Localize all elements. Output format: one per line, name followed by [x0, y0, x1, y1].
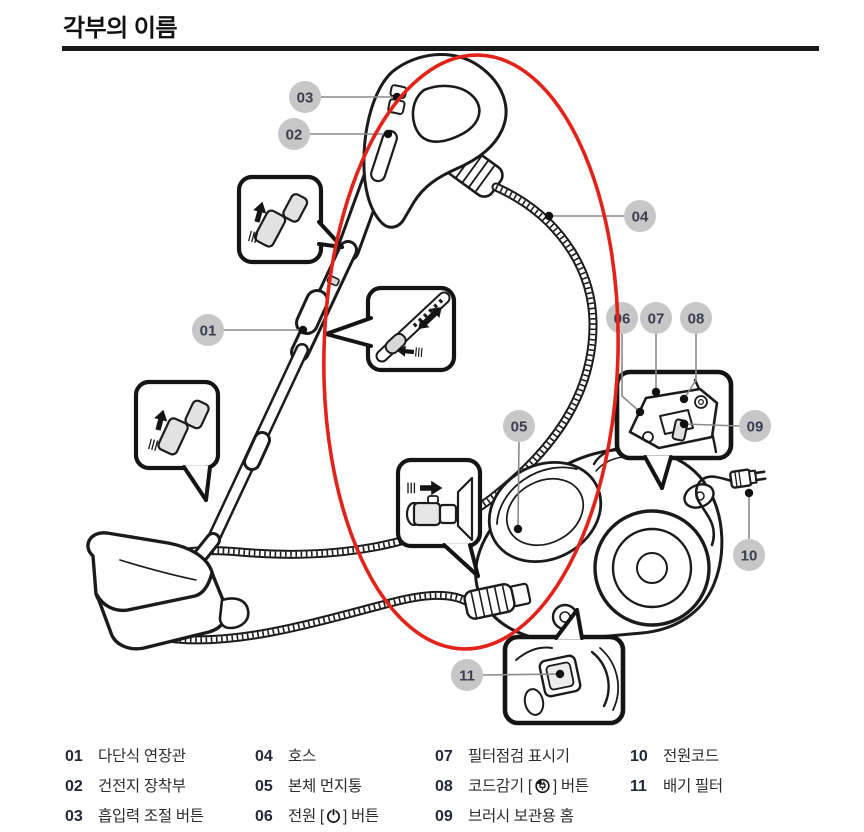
callout-badge-09: 09 [739, 410, 771, 442]
callout-badge-06: 06 [606, 302, 638, 334]
leader-dot-05 [513, 524, 523, 534]
legend-item-number: 11 [630, 778, 647, 795]
legend-item-label: 코드감기 [] 버튼 [468, 778, 589, 795]
legend-item-label: 전원 [] 버튼 [288, 808, 379, 825]
legend-item-10: 10 전원코드 [630, 742, 723, 772]
inset-top-controls [614, 369, 734, 490]
legend-item-label: 건전지 장착부 [98, 778, 186, 795]
legend-item-09: 09 브러시 보관용 홈 [435, 802, 589, 832]
svg-text:01: 01 [200, 322, 217, 339]
svg-text:04: 04 [632, 208, 649, 225]
leader-dot-04 [544, 211, 554, 221]
legend-item-06: 06 전원 [] 버튼 [255, 802, 379, 832]
legend-item-number: 01 [65, 748, 83, 765]
callout-badge-05: 05 [503, 410, 535, 442]
legend-item-11: 11 배기 필터 [630, 772, 723, 802]
leader-dot-08 [679, 394, 689, 404]
legend-item-02: 02 건전지 장착부 [65, 772, 204, 802]
leader-line-05 [517, 441, 520, 530]
leader-dot-06 [635, 407, 645, 417]
legend-item-number: 06 [255, 808, 273, 825]
dust-bin [487, 460, 603, 564]
page-title: 각부의 이름 [63, 15, 178, 42]
legend-item-number: 04 [255, 748, 273, 765]
legend-item-number: 10 [630, 748, 648, 765]
callout-badge-08: 08 [680, 302, 712, 334]
legend-item-07: 07 필터점검 표시기 [435, 742, 589, 772]
legend-column-2: 04 호스 05 본체 먼지통 06 전원 [] 버튼 [255, 742, 379, 832]
legend-item-number: 03 [65, 808, 83, 825]
svg-text:03: 03 [297, 89, 314, 106]
callout-badge-10: 10 [733, 539, 765, 571]
power-plug [729, 468, 767, 489]
legend-item-03: 03 흡입력 조절 버튼 [65, 802, 204, 832]
legend-item-number: 07 [435, 748, 453, 765]
legend-item-label: 호스 [288, 748, 316, 765]
svg-text:02: 02 [286, 126, 303, 143]
callout-badges: 01 02 03 04 05 06 07 08 09 10 11 [192, 81, 771, 691]
callout-leader-lines [224, 92, 754, 679]
battery-compartment [370, 129, 398, 183]
legend-item-number: 02 [65, 778, 83, 795]
svg-text:08: 08 [688, 310, 705, 327]
rear-wheel [593, 509, 711, 627]
callout-badge-07: 07 [640, 302, 672, 334]
legend-column-4: 10 전원코드 11 배기 필터 [630, 742, 723, 802]
title-rule [62, 46, 819, 51]
callout-badge-03: 03 [289, 81, 321, 113]
svg-text:07: 07 [648, 310, 665, 327]
red-highlight-ellipse [322, 53, 620, 651]
callout-badge-11: 11 [451, 659, 483, 691]
legend-column-1: 01 다단식 연장관 02 건전지 장착부 03 흡입력 조절 버튼 [65, 742, 204, 832]
legend-item-04: 04 호스 [255, 742, 379, 772]
leader-dot-10 [744, 488, 754, 498]
leader-dot-01 [298, 325, 308, 335]
callout-badge-01: 01 [192, 314, 224, 346]
inset-boxes [133, 174, 734, 726]
legend-column-3: 07 필터점검 표시기 08 코드감기 [] 버튼 09 브러시 보관용 홈 [435, 742, 589, 832]
leader-dot-11 [555, 669, 565, 679]
legend-item-label: 필터점검 표시기 [468, 748, 570, 765]
svg-text:09: 09 [747, 418, 764, 435]
leader-line-08 [683, 334, 697, 400]
svg-text:05: 05 [511, 418, 528, 435]
legend-item-label: 전원코드 [663, 748, 719, 765]
legend-item-number: 09 [435, 808, 453, 825]
leader-dot-09 [679, 419, 689, 429]
leader-dot-02 [383, 129, 393, 139]
legend-item-05: 05 본체 먼지통 [255, 772, 379, 802]
legend-item-number: 08 [435, 778, 453, 795]
legend-item-label: 본체 먼지통 [288, 778, 362, 795]
parts-legend: 01 다단식 연장관 02 건전지 장착부 03 흡입력 조절 버튼 04 호스 05 본체 먼지… [0, 742, 864, 829]
leader-line-09 [683, 423, 740, 427]
legend-item-label: 브러시 보관용 홈 [468, 808, 574, 825]
power-cord [695, 468, 767, 547]
legend-item-label: 다단식 연장관 [98, 748, 186, 765]
vacuum-artwork [86, 53, 767, 651]
legend-item-number: 05 [255, 778, 273, 795]
legend-item-label: 흡입력 조절 버튼 [98, 808, 204, 825]
svg-text:10: 10 [741, 547, 758, 564]
inset-hose-attach [395, 457, 483, 578]
leader-dot-07 [651, 387, 661, 397]
legend-item-01: 01 다단식 연장관 [65, 742, 204, 772]
inset-brush-attach [133, 379, 221, 502]
legend-item-08: 08 코드감기 [] 버튼 [435, 772, 589, 802]
leader-line-11 [482, 673, 561, 676]
svg-text:11: 11 [459, 667, 475, 684]
power-icon [326, 808, 340, 823]
cord-rewind-icon [535, 778, 550, 794]
inset-wand-attach [236, 174, 344, 265]
inset-wand-slider [324, 285, 457, 373]
leader-line-06 [621, 334, 641, 413]
body-inlet-connector [463, 582, 532, 620]
callout-badge-02: 02 [278, 118, 310, 150]
callout-badge-04: 04 [624, 200, 656, 232]
legend-item-label: 배기 필터 [663, 778, 723, 795]
floor-brush [86, 531, 250, 651]
hose [110, 182, 598, 645]
